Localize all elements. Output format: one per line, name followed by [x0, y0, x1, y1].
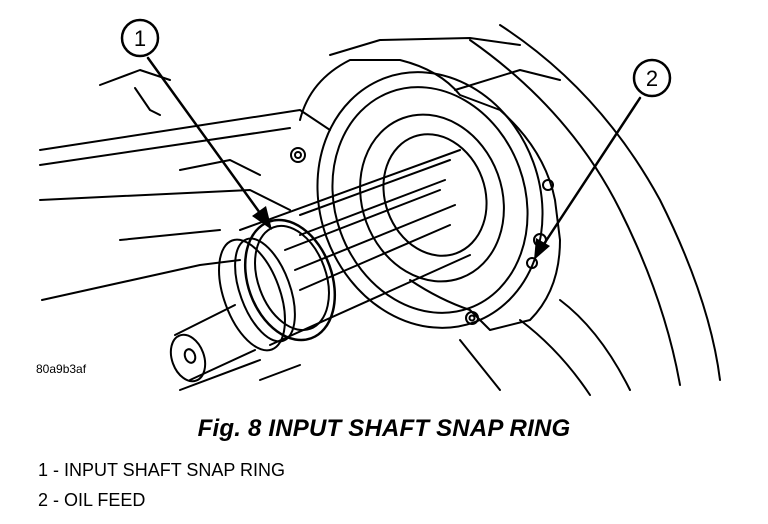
arrow-head-2 [534, 238, 550, 260]
input-shaft [169, 149, 471, 383]
callout-2-number: 2 [646, 66, 658, 91]
callout-1: 1 [120, 18, 160, 58]
callout-2: 2 [632, 58, 672, 98]
leader-lines [146, 56, 642, 252]
transmission-illustration: 1 2 [39, 18, 721, 396]
arrow-head-1 [252, 206, 272, 230]
figure-caption: Fig. 8 INPUT SHAFT SNAP RING [197, 415, 571, 442]
legend-item-2: 2 - OIL FEED [38, 490, 146, 510]
retainer-flange [290, 59, 561, 331]
bell-housing [329, 24, 721, 396]
image-id: 80a9b3af [36, 362, 87, 376]
legend-item-1: 1 - INPUT SHAFT SNAP RING [38, 460, 286, 480]
callout-1-number: 1 [134, 26, 146, 51]
case-ribs [39, 69, 331, 391]
